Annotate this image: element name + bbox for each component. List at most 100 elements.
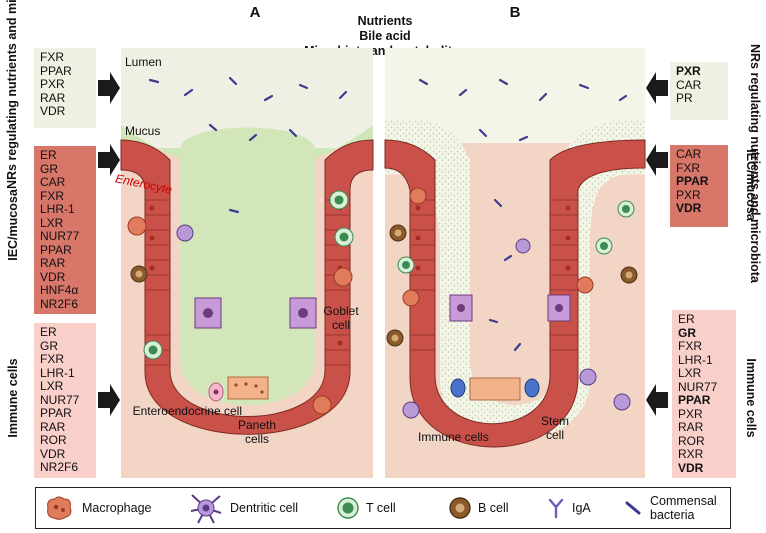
left-box-iec-item: LXR bbox=[40, 215, 64, 230]
arrows bbox=[98, 72, 668, 416]
panel-label-a: A bbox=[249, 4, 261, 21]
bacteria bbox=[148, 76, 628, 352]
left-box-iec-item: RAR bbox=[40, 256, 66, 270]
left-box-iec-item: GR bbox=[40, 161, 58, 176]
left-box-iec-item: CAR bbox=[40, 175, 66, 189]
right-box-nutrients-item: CAR bbox=[676, 77, 702, 92]
left-box-nutrients-item: FXR bbox=[40, 50, 64, 64]
paneth-label: Paneth cells bbox=[237, 418, 277, 446]
panel-label-b: B bbox=[509, 4, 521, 21]
left-box-immune-item: LHR-1 bbox=[40, 365, 75, 380]
immune-cells-label: Immune cells bbox=[418, 430, 489, 444]
left-box-iec-item: VDR bbox=[40, 269, 66, 284]
macrophage-icon bbox=[47, 496, 72, 520]
right-box-immune-item: VDR bbox=[678, 460, 704, 475]
arrow-left-nutrients bbox=[98, 72, 120, 104]
mucus-label: Mucus bbox=[125, 124, 161, 138]
right-box-nutrients-item: PR bbox=[676, 91, 693, 105]
b-cells bbox=[130, 224, 638, 347]
left-box-immune-item: PPAR bbox=[40, 406, 72, 420]
left-box-iec-item: PPAR bbox=[40, 242, 72, 257]
header-nutrients: Nutrients bbox=[357, 14, 413, 28]
legend-dendritic-label: Dentritic cell bbox=[230, 501, 299, 515]
left-box-immune-item: RAR bbox=[40, 419, 66, 434]
dendritic-cell-icon bbox=[190, 494, 222, 524]
arrow-right-nutrients bbox=[646, 72, 668, 104]
legend-macrophage-label: Macrophage bbox=[82, 501, 152, 515]
arrow-right-iec bbox=[646, 144, 668, 176]
right-box-iec-item: PPAR bbox=[676, 174, 709, 188]
legend-dendritic: Dentritic cell bbox=[188, 488, 298, 528]
left-box-immune-item: NR2F6 bbox=[40, 460, 79, 474]
arrow-right-immune bbox=[646, 384, 668, 416]
left-box-immune-item: NUR77 bbox=[40, 392, 80, 407]
header-bile-acid: Bile acid bbox=[359, 29, 411, 43]
right-box-immune-item: ROR bbox=[678, 433, 705, 448]
left-box-immune-item: FXR bbox=[40, 352, 64, 366]
iga-icon bbox=[548, 498, 564, 519]
left-box-nutrients-item: PXR bbox=[40, 77, 65, 91]
dendritic-cells bbox=[176, 224, 631, 419]
left-box-immune-item: ROR bbox=[40, 433, 67, 447]
legend: Macrophage Dentritic cell T cell B cell bbox=[35, 487, 731, 529]
legend-tcell: T cell bbox=[336, 488, 396, 528]
goblet-cells bbox=[194, 294, 571, 329]
t-cell-icon bbox=[337, 497, 359, 519]
legend-iga-label: IgA bbox=[572, 501, 591, 515]
left-box-iec-item: NR2F6 bbox=[40, 296, 79, 311]
left-box-immune-item: VDR bbox=[40, 446, 66, 461]
panel-b bbox=[384, 48, 646, 478]
right-box-iec-item: VDR bbox=[676, 201, 702, 215]
legend-tcell-label: T cell bbox=[366, 501, 396, 515]
arrow-left-immune bbox=[98, 384, 120, 416]
left-box-iec-item: LHR-1 bbox=[40, 202, 75, 216]
right-box-immune-item: LHR-1 bbox=[678, 352, 713, 367]
right-box-iec-item: PXR bbox=[676, 187, 701, 202]
lumen-label: Lumen bbox=[125, 55, 162, 69]
left-box-nutrients-item: PPAR bbox=[40, 63, 72, 78]
right-box-immune-item: ER bbox=[678, 312, 695, 326]
enteroendocrine-label: Enteroendocrine cell bbox=[132, 404, 242, 418]
left-box-iec-item: FXR bbox=[40, 188, 64, 203]
right-box-iec-item: CAR bbox=[676, 147, 702, 161]
right-box-immune-item: RXR bbox=[678, 447, 704, 461]
right-box-iec-item: FXR bbox=[676, 160, 700, 175]
right-box-immune-item: PXR bbox=[678, 406, 703, 421]
stem-cell-label: Stem cell bbox=[540, 414, 569, 442]
b-cell-icon bbox=[449, 497, 471, 519]
left-box-immune-item: GR bbox=[40, 338, 58, 353]
right-box-immune-item: LXR bbox=[678, 366, 702, 380]
right-box-immune-item: NUR77 bbox=[678, 379, 718, 394]
macrophages bbox=[127, 187, 594, 415]
left-box-iec-item: HNF4α bbox=[40, 283, 79, 297]
right-box-immune-item: PPAR bbox=[678, 393, 711, 407]
right-box-immune-item: RAR bbox=[678, 420, 704, 434]
t-cells bbox=[143, 190, 635, 360]
left-box-immune-item: LXR bbox=[40, 379, 64, 393]
legend-macrophage: Macrophage bbox=[42, 488, 152, 528]
right-box-immune-item: GR bbox=[678, 325, 696, 340]
legend-bcell-label: B cell bbox=[478, 501, 509, 515]
legend-bacteria: Commensal bacteria bbox=[622, 488, 724, 528]
left-box-iec-item: NUR77 bbox=[40, 229, 80, 243]
panel-a bbox=[120, 48, 374, 478]
legend-bacteria-label: Commensal bacteria bbox=[650, 494, 717, 522]
arrow-left-iec bbox=[98, 144, 120, 176]
right-box-nutrients-item: PXR bbox=[676, 64, 701, 78]
paneth-cells bbox=[208, 376, 540, 402]
goblet-label: Goblet cell bbox=[323, 304, 359, 332]
right-box-immune-item: FXR bbox=[678, 339, 702, 353]
legend-iga: IgA bbox=[546, 488, 591, 528]
left-box-nutrients-item: VDR bbox=[40, 104, 66, 118]
legend-bcell: B cell bbox=[448, 488, 509, 528]
left-box-nutrients-item: RAR bbox=[40, 90, 66, 105]
left-box-iec-item: ER bbox=[40, 148, 57, 162]
left-box-immune-item: ER bbox=[40, 325, 57, 339]
